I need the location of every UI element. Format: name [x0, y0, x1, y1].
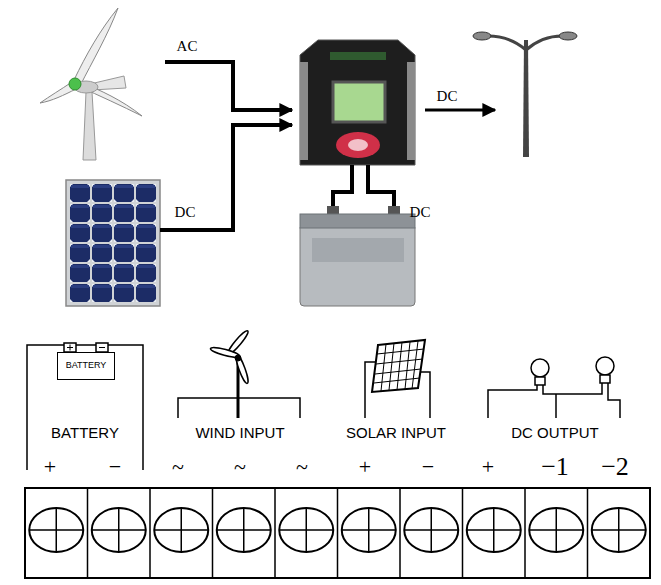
power-wire-part: [333, 165, 352, 206]
terminal-block-part: [467, 508, 521, 552]
terminal-block-part: [25, 488, 650, 578]
solar-icon-part: [372, 340, 425, 392]
charge-controller-part: [330, 52, 386, 60]
street-light-part: [523, 40, 529, 157]
power-wire-part: [160, 125, 292, 230]
dc-output-icon-part: [543, 383, 602, 394]
battery-bracket: [27, 343, 143, 470]
charge-controller-part: [336, 132, 380, 158]
terminal-sign: −: [422, 455, 434, 479]
solar-icon: [365, 340, 430, 418]
charge-controller-part: [407, 62, 415, 160]
battery-bracket-part: [67, 345, 105, 351]
wind-turbine-part: [74, 8, 118, 86]
battery-icon-box: BATTERY: [57, 352, 116, 380]
charge-controller: [300, 40, 415, 165]
group-label: WIND INPUT: [195, 425, 284, 442]
terminal-block-part: [92, 508, 146, 552]
solar-panel: [66, 180, 160, 306]
terminal-sign: +: [482, 455, 494, 479]
terminal-sign: ~: [234, 455, 246, 479]
power-wire: [160, 62, 495, 230]
wind-turbine: [40, 8, 142, 160]
terminal-block-part: [88, 488, 588, 578]
solar-panel-part: [70, 184, 156, 302]
terminal-sign: −1: [541, 453, 569, 482]
terminal-block-part: [217, 508, 271, 552]
terminal-sign: +: [359, 455, 371, 479]
terminal-sign: ~: [296, 455, 308, 479]
charge-controller-part: [348, 139, 368, 151]
charge-controller-part: [300, 62, 308, 160]
street-light-part: [488, 36, 562, 50]
wind-icon: [178, 329, 300, 418]
solar-icon-part: [365, 362, 430, 418]
group-label: BATTERY: [51, 425, 119, 442]
terminal-sign: +: [44, 455, 56, 479]
street-light: [473, 32, 577, 157]
solar-icon-part: [381, 341, 418, 391]
dc-output-icon-part: [596, 357, 614, 375]
signal-label: DC: [437, 88, 458, 105]
terminal-block-part: [342, 508, 396, 552]
terminal-sign: −2: [601, 453, 629, 482]
terminal-sign: −: [109, 455, 121, 479]
terminal-sign: ~: [172, 455, 184, 479]
group-label: DC OUTPUT: [511, 425, 599, 442]
terminal-block-part: [404, 508, 458, 552]
terminal-block-part: [592, 508, 646, 552]
wind-turbine-part: [83, 92, 96, 160]
power-wire-part: [165, 62, 292, 110]
battery-photo-part: [312, 238, 404, 262]
power-wire-part: [425, 109, 495, 112]
solar-panel-part: [66, 180, 160, 306]
terminal-block-part: [154, 508, 208, 552]
dc-output-icon-part: [600, 375, 610, 383]
group-label: SOLAR INPUT: [346, 425, 446, 442]
charge-controller-part: [333, 82, 385, 122]
terminal-block: [25, 488, 650, 578]
wind-icon-part: [235, 355, 241, 361]
battery-photo-part: [300, 214, 415, 228]
box-text: BATTERY: [66, 361, 107, 371]
battery-photo: [300, 206, 415, 306]
battery-photo-part: [300, 224, 415, 306]
signal-label: AC: [177, 38, 198, 55]
terminal-block-part: [279, 508, 333, 552]
dc-output-icon-part: [555, 394, 557, 418]
wind-icon-part: [178, 398, 300, 418]
signal-label: DC: [410, 204, 431, 221]
dc-output-icon-part: [488, 385, 537, 418]
dc-output-icon-part: [608, 383, 620, 418]
wind-turbine-part: [69, 78, 81, 90]
street-light-part: [559, 32, 577, 40]
charge-controller-part: [300, 40, 415, 165]
solar-icon-part: [374, 349, 424, 383]
power-wire-part: [368, 165, 394, 206]
terminal-block-part: [29, 508, 83, 552]
wind-icon-part: [234, 354, 250, 384]
battery-bracket-part: [27, 345, 143, 470]
dc-output-icon-part: [531, 359, 549, 377]
dc-output-icon-part: [535, 377, 545, 385]
street-light-part: [473, 32, 491, 40]
dc-output-icon: [488, 357, 620, 418]
terminal-block-part: [529, 508, 583, 552]
signal-label: DC: [175, 204, 196, 221]
